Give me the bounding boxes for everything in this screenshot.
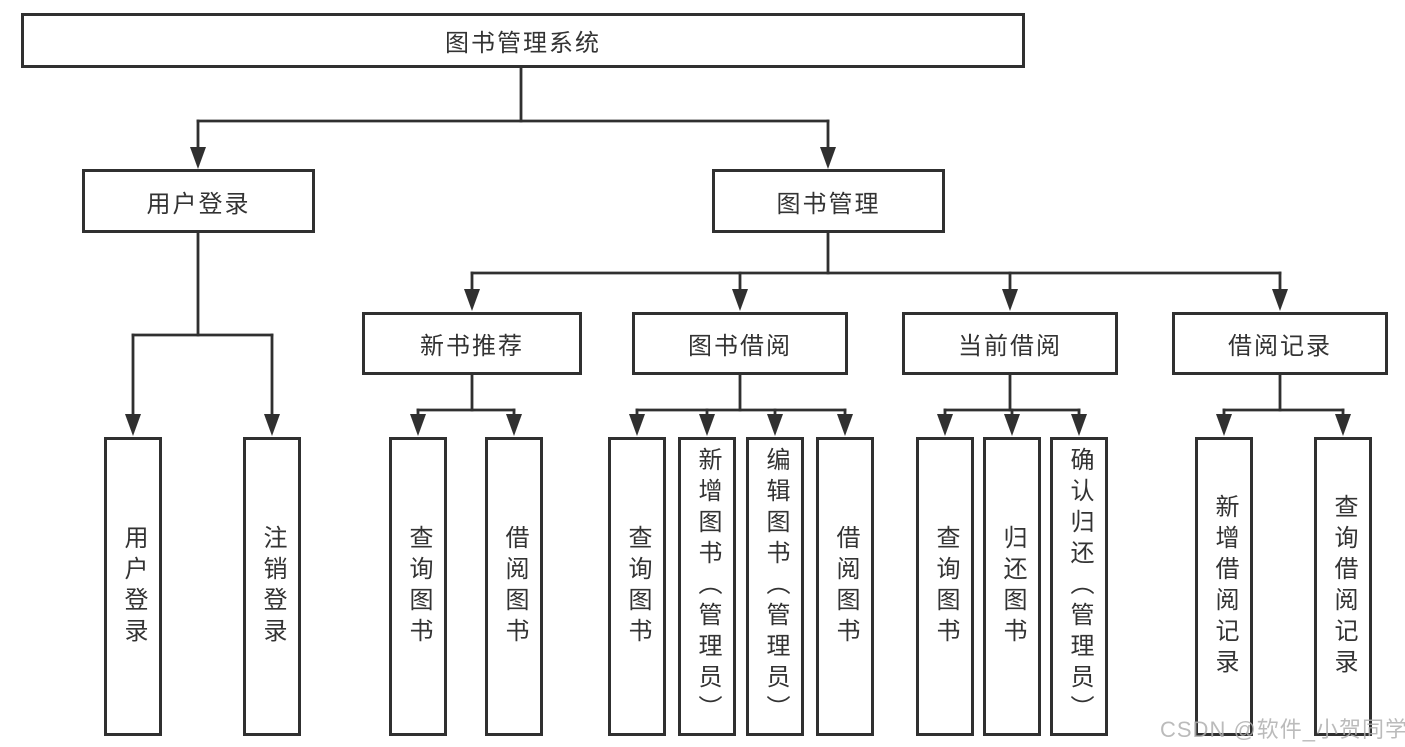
node-leaf-query-book-2-label: 查询图书 <box>624 524 651 649</box>
arrowhead-icon <box>820 147 836 169</box>
node-leaf-borrow-book-1-label: 借阅图书 <box>501 524 528 649</box>
node-leaf-edit-book-admin[interactable]: 编辑图书（管理员） <box>746 437 804 736</box>
node-leaf-query-book-3-label: 查询图书 <box>932 524 959 649</box>
node-leaf-borrow-book-2[interactable]: 借阅图书 <box>816 437 874 736</box>
node-book-borrow[interactable]: 图书借阅 <box>632 312 848 375</box>
node-new-book-recommend[interactable]: 新书推荐 <box>362 312 582 375</box>
arrowhead-icon <box>1335 414 1351 436</box>
node-root-system[interactable]: 图书管理系统 <box>21 13 1025 68</box>
arrowhead-icon <box>699 414 715 436</box>
node-leaf-borrow-book-2-label: 借阅图书 <box>832 524 859 649</box>
node-leaf-return-book[interactable]: 归还图书 <box>983 437 1041 736</box>
node-leaf-logout-label: 注销登录 <box>259 524 286 649</box>
node-book-management-label: 图书管理 <box>776 190 881 218</box>
node-new-book-recommend-label: 新书推荐 <box>420 333 524 360</box>
node-user-login-group-label: 用户登录 <box>146 190 251 218</box>
node-borrow-record[interactable]: 借阅记录 <box>1172 312 1388 375</box>
arrowhead-icon <box>506 414 522 436</box>
node-leaf-add-book-admin-label: 新增图书（管理员） <box>694 447 721 726</box>
node-leaf-query-book-1-label: 查询图书 <box>405 524 432 649</box>
connector-borrow-record-branch <box>1216 372 1351 436</box>
arrowhead-icon <box>190 147 206 169</box>
node-leaf-add-book-admin[interactable]: 新增图书（管理员） <box>678 437 736 736</box>
arrowhead-icon <box>1004 414 1020 436</box>
arrowhead-icon <box>937 414 953 436</box>
arrowhead-icon <box>1272 289 1288 311</box>
connector-current-borrow-branch <box>937 372 1087 436</box>
arrowhead-icon <box>732 289 748 311</box>
arrowhead-icon <box>1002 289 1018 311</box>
node-leaf-add-borrow-record-label: 新增借阅记录 <box>1211 493 1238 680</box>
node-leaf-confirm-return-admin[interactable]: 确认归还（管理员） <box>1050 437 1108 736</box>
connector-user-login-branch <box>125 231 280 436</box>
node-leaf-user-login[interactable]: 用户登录 <box>104 437 162 736</box>
node-current-borrow[interactable]: 当前借阅 <box>902 312 1118 375</box>
connector-book-mgmt-to-level3 <box>464 231 1288 311</box>
watermark: CSDN @软件_小贺同学 <box>1160 717 1405 742</box>
node-root-system-label: 图书管理系统 <box>445 30 601 57</box>
arrowhead-icon <box>264 414 280 436</box>
arrowhead-icon <box>1216 414 1232 436</box>
node-leaf-borrow-book-1[interactable]: 借阅图书 <box>485 437 543 736</box>
node-current-borrow-label: 当前借阅 <box>958 333 1062 360</box>
node-user-login-group[interactable]: 用户登录 <box>82 169 315 233</box>
node-leaf-query-borrow-record[interactable]: 查询借阅记录 <box>1314 437 1372 736</box>
arrowhead-icon <box>410 414 426 436</box>
connector-new-book-branch <box>410 372 522 436</box>
arrowhead-icon <box>629 414 645 436</box>
node-borrow-record-label: 借阅记录 <box>1228 333 1332 360</box>
arrowhead-icon <box>125 414 141 436</box>
connector-book-borrow-branch <box>629 372 853 436</box>
node-leaf-edit-book-admin-label: 编辑图书（管理员） <box>762 447 789 726</box>
arrowhead-icon <box>767 414 783 436</box>
node-leaf-confirm-return-admin-label: 确认归还（管理员） <box>1066 447 1093 726</box>
arrowhead-icon <box>1071 414 1087 436</box>
node-leaf-query-book-3[interactable]: 查询图书 <box>916 437 974 736</box>
node-leaf-logout[interactable]: 注销登录 <box>243 437 301 736</box>
arrowhead-icon <box>464 289 480 311</box>
node-book-management[interactable]: 图书管理 <box>712 169 945 233</box>
node-leaf-add-borrow-record[interactable]: 新增借阅记录 <box>1195 437 1253 736</box>
node-leaf-query-borrow-record-label: 查询借阅记录 <box>1330 493 1357 680</box>
arrowhead-icon <box>837 414 853 436</box>
node-leaf-user-login-label: 用户登录 <box>120 524 147 649</box>
node-book-borrow-label: 图书借阅 <box>688 333 792 360</box>
node-leaf-return-book-label: 归还图书 <box>999 524 1026 649</box>
node-leaf-query-book-1[interactable]: 查询图书 <box>389 437 447 736</box>
connector-root-to-level2 <box>190 65 836 169</box>
node-leaf-query-book-2[interactable]: 查询图书 <box>608 437 666 736</box>
